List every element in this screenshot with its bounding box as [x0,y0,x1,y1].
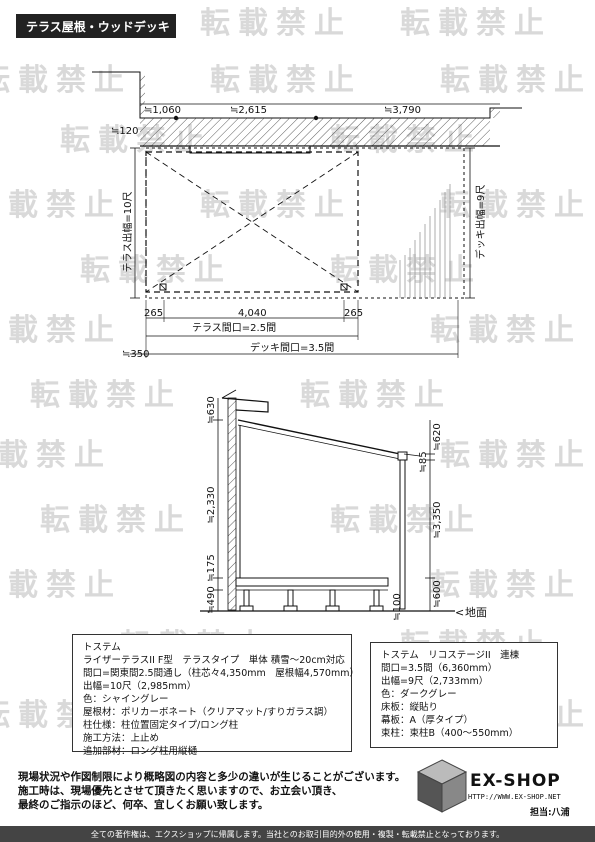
plan-dim-265-left: 265 [144,308,163,319]
deck-shading [399,184,451,298]
terrace-spec-line: ライザーテラスII F型 テラスタイプ 単体 積雪～20cm対応 [83,655,345,666]
deck-spec-line: トステム リコステージII 連棟 [381,650,520,661]
elev-dim-100: ≒100 [392,593,403,620]
note-line-3: 最終のご指示のほど、何卒、宜しくお願い致します。 [18,799,269,811]
terrace-spec-line: 出幅=10尺（2,985mm） [83,681,197,692]
plan-dim-350: ≒350 [122,349,149,360]
watermark-text: 転載禁止 [400,6,552,41]
elev-dim-490: ≒490 [206,586,217,613]
plan-dim-left-small: ≒120 [111,126,138,137]
deck-spec-line: 束柱：束柱B（400～550mm） [381,728,519,739]
watermark-text: 転載禁止 [440,438,592,473]
watermark-text: 転載禁止 [0,63,132,98]
deck-spec-line: 色：ダークグレー [381,689,457,700]
terrace-roof [237,419,401,455]
terrace-spec-line: 屋根材：ポリカーボネート（クリアマット/すりガラス調） [83,707,334,718]
elev-dim-630: ≒630 [206,396,217,423]
watermark-text: 転載禁止 [0,188,122,223]
plan-dim-top-2: ≒2,615 [230,105,267,116]
window [189,145,311,154]
watermark-text: 転載禁止 [430,568,582,603]
staff-label: 担当:八浦 [530,808,570,818]
terrace-spec-line: 色：シャイングレー [83,694,169,705]
wall-hatch-left [140,72,145,118]
deck-board [235,577,389,587]
wall-hatch-right [490,108,500,118]
elev-dim-3350: ≒3,350 [432,501,443,538]
terrace-spec-line: 施工方法：上止め [83,733,160,744]
terrace-spec-box: トステム ライザーテラスII F型 テラスタイプ 単体 積雪～20cm対応 間口… [72,634,359,757]
note-line-1: 現場状況や作図制限により概略図の内容と多少の違いが生じることがございます。 [18,771,406,783]
terrace-spec-line: 追加部材：ロング柱用縦樋 [83,746,198,757]
deck-spec-box: トステム リコステージII 連棟 間口=3.5間（6,360mm） 出幅=9尺（… [370,642,558,748]
elevation-view: < 地面 ≒630 ≒2,330 ≒175 ≒490 ≒100 ≒620 ≒85… [200,389,487,621]
watermark-text: 転載禁止 [0,438,112,473]
brand-name: EX-SHOP [470,771,561,791]
terrace-spec-line: 柱仕様：柱位置固定タイプ/ロング柱 [83,720,239,731]
plan-dim-265-right: 265 [344,308,363,319]
note-line-2: 施工時は、現場優先とさせて頂きたく思いますので、お立会い頂き、 [18,785,343,797]
ground-arrow: < [455,606,464,619]
terrace-width-label: テラス間口=2.5間 [192,322,276,334]
plan-dim-top-3: ≒3,790 [384,105,421,116]
watermark-text: 転載禁止 [30,378,182,413]
plan-dim-4040: 4,040 [238,308,267,319]
terrace-roof-outline [145,151,359,293]
wall-hatch-main [140,118,490,146]
house-wall [227,397,237,611]
terrace-depth-label: テラス出幅=10尺 [121,192,134,273]
deck-spec-line: 出幅=9尺（2,733mm） [381,676,489,687]
deck-width-label: デッキ間口=3.5間 [250,341,334,354]
watermark-text: 転載禁止 [200,188,352,223]
watermark-text: 転載禁止 [440,63,592,98]
eave [221,397,269,413]
notes: 現場状況や作図制限により概略図の内容と多少の違いが生じることがございます。 施工… [18,770,405,812]
plan-view: ≒1,060 ≒2,615 ≒3,790 ≒120 [92,71,522,360]
deck-spec-line: 床板：縦貼り [381,702,439,713]
watermark-text: 転載禁止 [440,188,592,223]
plan-dim-top-1: ≒1,060 [144,105,181,116]
copyright-footer: 全ての著作権は、エクスショップに帰属します。当社とのお取引目的外の使用・複製・転… [0,826,595,842]
deck-posts [239,589,384,612]
watermark-text: 転載禁止 [200,6,352,41]
post-right [340,283,348,291]
terrace-spec-line: 間口=関東間2.5間通し（柱芯々4,350mm 屋根幅4,570mm） [83,668,359,679]
watermark-text: 転載禁止 [0,568,122,603]
watermark-text: 転載禁止 [80,253,232,288]
watermark-text: 転載禁止 [40,503,192,538]
elev-dim-620: ≒620 [432,423,443,450]
watermark-text: 転載禁止 [210,63,362,98]
deck-spec-line: 幕板：A（厚タイプ） [381,715,473,726]
deck-depth-label: デッキ出幅=9尺 [474,185,487,260]
watermark-text: 転載禁止 [300,378,452,413]
elev-dim-175: ≒175 [206,554,217,581]
elev-dim-85: ≒85 [418,451,429,472]
ex-shop-logo-icon [416,759,468,813]
deck-outline [145,147,465,299]
ground-label: 地面 [465,606,487,619]
deck-spec-line: 間口=3.5間（6,360mm） [381,663,498,674]
terrace-front-post [399,453,406,610]
watermark-text: 転載禁止 [430,313,582,348]
gutter [397,451,408,461]
watermark-text: 転載禁止 [0,313,122,348]
terrace-spec-line: トステム [83,642,121,653]
elev-dim-600: ≒600 [432,580,443,607]
brand-url: HTTP://WWW.EX-SHOP.NET [468,793,561,801]
post-left [159,283,167,291]
page-title: テラス屋根・ウッドデッキ [16,14,176,38]
elev-dim-2330: ≒2,330 [206,486,217,523]
